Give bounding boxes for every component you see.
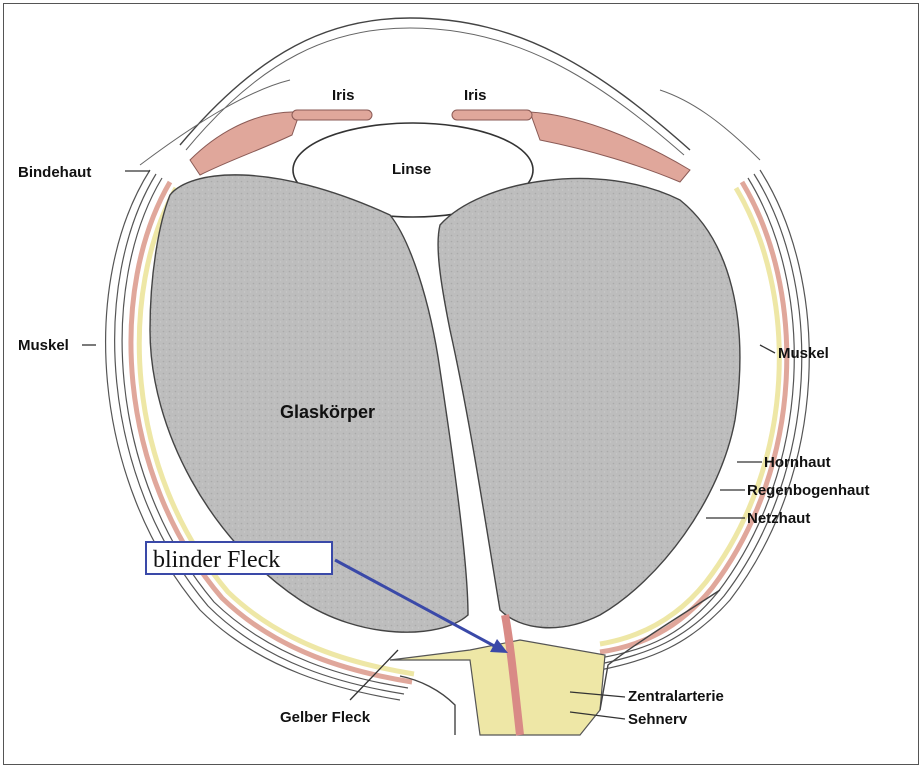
label-blind-spot: blinder Fleck bbox=[145, 541, 333, 575]
label-muscle-right: Muskel bbox=[778, 345, 829, 362]
label-iris-left: Iris bbox=[332, 87, 355, 104]
label-choroid: Regenbogenhaut bbox=[747, 482, 870, 499]
label-vitreous: Glaskörper bbox=[280, 402, 375, 422]
ciliary-left bbox=[190, 112, 300, 175]
label-retina: Netzhaut bbox=[747, 510, 810, 527]
vitreous-right bbox=[438, 178, 740, 627]
ciliary-right bbox=[530, 112, 690, 182]
optic-nerve bbox=[390, 640, 605, 735]
label-central-artery: Zentralarterie bbox=[628, 688, 724, 705]
label-optic-nerve: Sehnerv bbox=[628, 711, 688, 728]
label-macula: Gelber Fleck bbox=[280, 709, 371, 726]
label-muscle-left: Muskel bbox=[18, 337, 69, 354]
label-lens: Linse bbox=[392, 161, 431, 178]
label-cornea: Hornhaut bbox=[764, 454, 831, 471]
label-conjunctiva: Bindehaut bbox=[18, 164, 91, 181]
label-iris-right: Iris bbox=[464, 87, 487, 104]
iris-right-shape bbox=[452, 110, 532, 120]
iris-left-shape bbox=[292, 110, 372, 120]
